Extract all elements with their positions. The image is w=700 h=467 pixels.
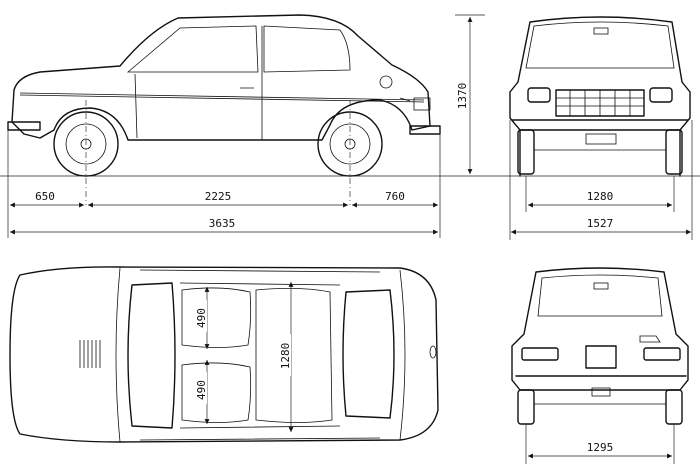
rear-track-label: 1295: [587, 441, 614, 454]
rear-seat-width-label: 490: [195, 380, 208, 400]
front-track-label: 1280: [587, 190, 614, 203]
side-dimensions: 650 2225 760 3635: [7, 130, 441, 238]
rear-overhang-label: 760: [385, 190, 405, 203]
wheelbase-label: 2225: [205, 190, 232, 203]
front-view: [509, 16, 691, 177]
overall-width-label: 1527: [587, 217, 614, 230]
front-overhang-label: 650: [35, 190, 55, 203]
front-seat-width-label: 490: [195, 308, 208, 328]
interior-width-label: 1280: [279, 343, 292, 370]
top-dimensions: 490 490 1280: [195, 282, 294, 432]
front-dimensions: 1280 1527: [509, 120, 693, 240]
height-label: 1370: [456, 83, 469, 110]
side-view: [7, 14, 441, 205]
rear-view: [511, 267, 689, 425]
top-view: [9, 266, 439, 443]
rear-dimensions: 1295: [525, 424, 675, 464]
overall-length-label: 3635: [209, 217, 236, 230]
